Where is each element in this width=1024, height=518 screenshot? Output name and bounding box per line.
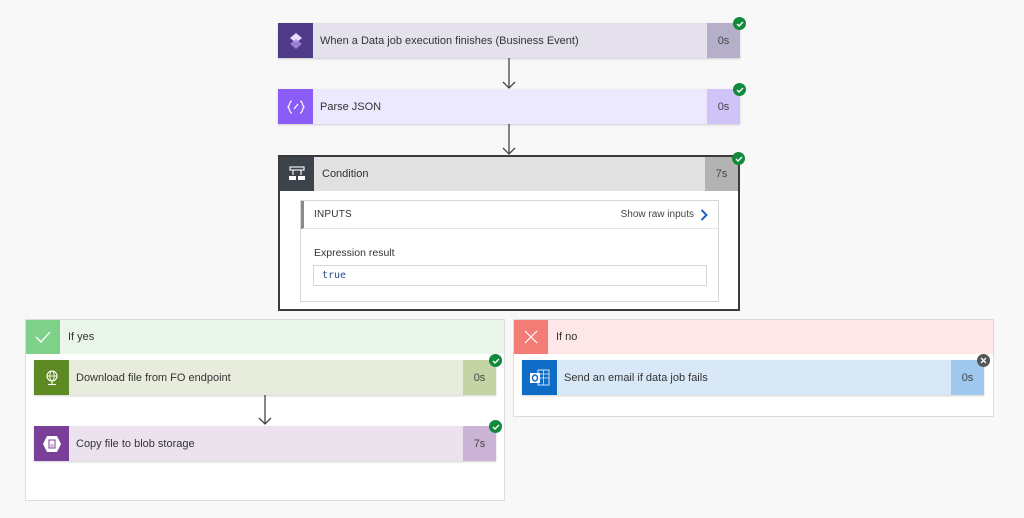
show-raw-inputs-label: Show raw inputs — [620, 209, 694, 220]
if-no-header[interactable]: If no — [514, 320, 993, 354]
success-check-icon — [733, 17, 746, 30]
parse-json-card[interactable]: Parse JSON 0s — [278, 83, 746, 124]
parse-json-title: Parse JSON — [320, 100, 382, 113]
condition-icon — [280, 157, 314, 191]
success-check-icon — [489, 420, 502, 433]
success-check-icon — [489, 354, 502, 367]
expression-result-value: true — [313, 265, 707, 286]
download-file-title: Download file from FO endpoint — [76, 371, 231, 384]
chevron-right-icon — [700, 208, 708, 221]
condition-header[interactable]: Condition 7s — [280, 157, 738, 191]
business-event-icon — [278, 23, 313, 58]
close-x-icon — [514, 320, 548, 354]
success-check-icon — [733, 83, 746, 96]
copy-blob-card[interactable]: Copy file to blob storage 7s — [34, 420, 502, 461]
check-icon — [26, 320, 60, 354]
trigger-duration: 0s — [707, 23, 740, 58]
success-check-icon — [732, 152, 745, 165]
globe-icon — [34, 360, 69, 395]
download-file-card[interactable]: Download file from FO endpoint 0s — [34, 354, 502, 395]
parse-json-duration: 0s — [707, 89, 740, 124]
inputs-label: INPUTS — [314, 209, 352, 220]
if-yes-label: If yes — [68, 331, 95, 343]
outlook-icon — [522, 360, 557, 395]
condition-card[interactable]: Condition 7s INPUTS Show raw inputs Expr… — [278, 152, 745, 311]
trigger-card[interactable]: When a Data job execution finishes (Busi… — [278, 17, 746, 58]
send-email-title: Send an email if data job fails — [564, 371, 708, 384]
connector-arrow — [502, 58, 516, 89]
connector-arrow — [502, 124, 516, 155]
trigger-title: When a Data job execution finishes (Busi… — [320, 34, 579, 47]
condition-title: Condition — [322, 168, 369, 180]
curly-braces-icon — [278, 89, 313, 124]
send-email-duration: 0s — [951, 360, 984, 395]
download-file-duration: 0s — [463, 360, 496, 395]
blob-storage-icon — [34, 426, 69, 461]
inputs-header: INPUTS Show raw inputs — [301, 201, 718, 229]
if-no-label: If no — [556, 331, 578, 343]
condition-duration: 7s — [705, 157, 738, 191]
expression-result-label: Expression result — [314, 247, 395, 259]
connector-arrow — [258, 395, 272, 425]
inputs-panel: INPUTS Show raw inputs Expression result… — [300, 200, 719, 302]
show-raw-inputs-link[interactable]: Show raw inputs — [620, 208, 708, 221]
skipped-x-icon — [977, 354, 990, 367]
copy-blob-duration: 7s — [463, 426, 496, 461]
if-yes-header[interactable]: If yes — [26, 320, 504, 354]
copy-blob-title: Copy file to blob storage — [76, 437, 195, 450]
send-email-card[interactable]: Send an email if data job fails 0s — [522, 354, 990, 395]
